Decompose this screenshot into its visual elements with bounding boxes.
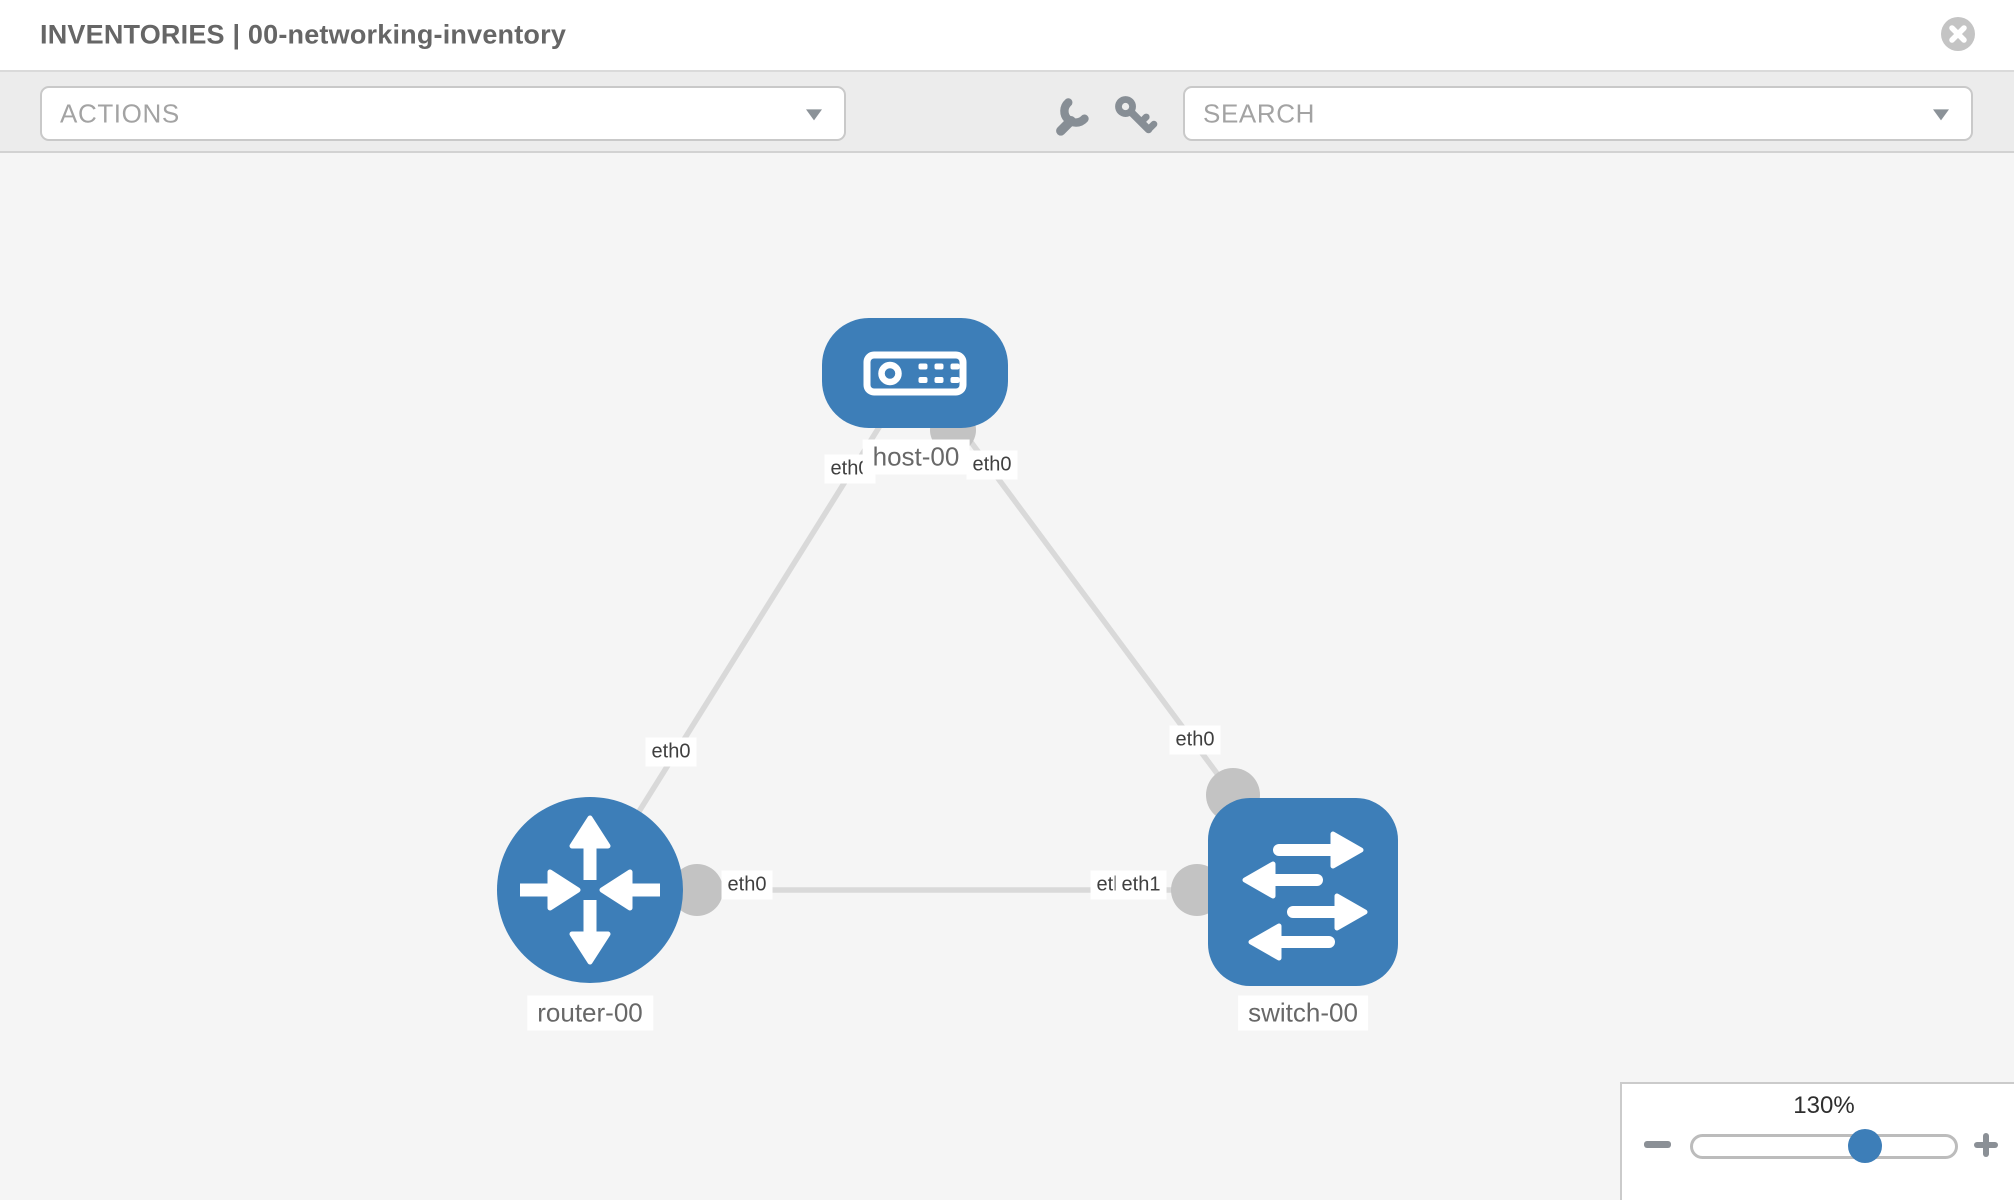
node-router[interactable]	[497, 797, 683, 983]
wrench-icon	[1056, 98, 1089, 136]
node-label-host: host-00	[862, 439, 970, 475]
search-select[interactable]: SEARCH	[1183, 86, 1973, 141]
interface-label-switch-top: eth0	[1169, 725, 1221, 755]
port-router-right	[671, 864, 723, 916]
interface-label-router-top: eth0	[645, 737, 697, 767]
zoom-slider-thumb[interactable]	[1848, 1129, 1882, 1163]
node-switch[interactable]	[1208, 798, 1398, 986]
interface-label-switch-left-eth1: eth1	[1115, 870, 1167, 900]
zoom-panel: 130%	[1620, 1082, 2014, 1200]
zoom-level-label: 130%	[1793, 1092, 1855, 1119]
host-icon	[863, 351, 967, 396]
zoom-out-button[interactable]	[1644, 1141, 1671, 1148]
zoom-slider[interactable]	[1690, 1134, 1958, 1159]
actions-select-label: ACTIONS	[60, 98, 180, 128]
node-label-switch: switch-00	[1238, 995, 1368, 1031]
page-title: INVENTORIES | 00-networking-inventory	[40, 19, 567, 50]
close-icon	[1941, 17, 1975, 51]
close-button[interactable]	[1939, 15, 1977, 53]
switch-icon	[1242, 831, 1368, 961]
chevron-down-icon	[806, 108, 822, 120]
actions-select[interactable]: ACTIONS	[40, 86, 846, 141]
header: INVENTORIES | 00-networking-inventory	[0, 0, 2014, 72]
node-label-router: router-00	[527, 995, 653, 1031]
router-icon	[520, 815, 660, 965]
topology-canvas[interactable]: eth0 eth0 eth0 eth0 eth0 eth0 eth1 host-…	[0, 153, 2014, 1200]
interface-label-host-right: eth0	[966, 450, 1018, 480]
credentials-button[interactable]	[1112, 93, 1158, 139]
zoom-in-button[interactable]	[1974, 1133, 1998, 1157]
key-icon	[1115, 96, 1158, 134]
search-select-label: SEARCH	[1203, 98, 1315, 128]
interface-label-router-right: eth0	[721, 870, 773, 900]
toolbar: ACTIONS SEARCH	[0, 72, 2014, 153]
node-host[interactable]	[822, 318, 1008, 428]
tools-button[interactable]	[1050, 93, 1096, 139]
chevron-down-icon	[1933, 108, 1949, 120]
